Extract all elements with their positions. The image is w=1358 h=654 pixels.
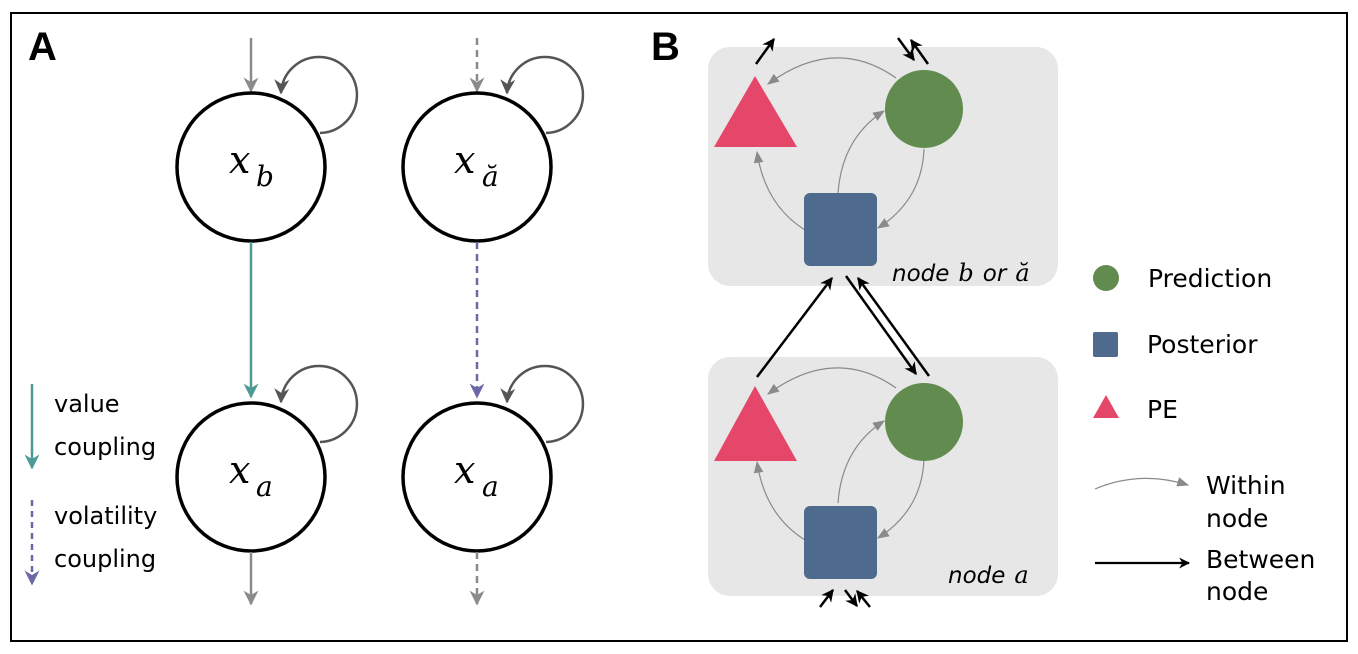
- legend-within-arrow-icon: [1094, 477, 1190, 490]
- node-box-top-label-prefix: node: [892, 261, 949, 287]
- pe-triangle-top: [714, 76, 797, 147]
- prediction-circle-top: [885, 70, 963, 148]
- within-arrow-posterior-to-pe-top: [753, 150, 806, 231]
- between-arrow-posterior-to-prediction: [844, 275, 918, 376]
- legend-pe-label: PE: [1147, 395, 1178, 424]
- within-arrow-prediction-to-posterior-bottom: [876, 458, 925, 539]
- legend-prediction-icon: [1093, 265, 1119, 291]
- legend-between-line2: node: [1206, 577, 1268, 606]
- node-xa-right-symbol: x: [454, 448, 475, 492]
- node-xa-right-subscript: a: [482, 470, 499, 503]
- legend-within-line2: node: [1206, 504, 1268, 533]
- within-arrow-posterior-to-prediction-bottom: [837, 420, 886, 504]
- between-arrow-prediction-to-posterior: [856, 276, 931, 377]
- legend-between-line1: Between: [1206, 545, 1315, 574]
- node-box-bottom-label: node a: [948, 561, 1029, 589]
- legend-posterior-label: Posterior: [1147, 330, 1258, 359]
- panel-b: B node b or ă: [651, 25, 1315, 608]
- legend-value-coupling-line2: coupling: [54, 433, 156, 461]
- posterior-square-top: [804, 193, 877, 266]
- within-arrow-prediction-to-pe-top: [767, 57, 897, 85]
- node-xa-right: [401, 401, 553, 553]
- legend-pe-icon: [1093, 395, 1119, 418]
- between-arrow-prediction-in: [896, 37, 916, 62]
- node-xa-breve: [401, 91, 553, 243]
- legend-prediction-label: Prediction: [1148, 264, 1272, 293]
- between-arrow-to-below-prediction: [844, 589, 858, 607]
- node-box-top-label: node b or ă: [892, 259, 1030, 287]
- panel-b-legend: Prediction Posterior PE Within node Betw…: [1093, 264, 1315, 606]
- pe-triangle-bottom: [714, 386, 797, 461]
- node-xa-breve-symbol: x: [454, 138, 475, 182]
- between-arrow-from-below-prediction: [856, 590, 871, 608]
- self-loop-xa-left: [274, 364, 359, 444]
- node-box-top-label-var1: b: [958, 259, 973, 287]
- node-xa-breve-subscript: ă: [482, 160, 499, 193]
- node-box-top-label-or: or: [983, 261, 1008, 287]
- within-arrow-posterior-to-prediction-top: [837, 110, 886, 194]
- within-arrow-prediction-to-posterior-top: [876, 148, 925, 229]
- between-arrow-pe-to-posterior: [756, 277, 833, 378]
- between-arrow-pe-up: [754, 37, 776, 65]
- legend-posterior-icon: [1093, 332, 1118, 357]
- self-loop-xa-breve: [500, 55, 585, 135]
- panel-a: A x b x ă x a x a value coupli: [24, 25, 585, 606]
- node-xa-left-subscript: a: [256, 470, 273, 503]
- legend-value-coupling-line1: value: [54, 390, 120, 418]
- node-xb-subscript: b: [256, 160, 274, 193]
- self-loop-xa-right: [500, 364, 585, 444]
- node-xa-left: [175, 401, 327, 553]
- node-box-bottom: [708, 357, 1058, 596]
- legend-volatility-coupling-line1: volatility: [54, 502, 157, 530]
- posterior-square-bottom: [804, 506, 877, 579]
- node-xa-left-symbol: x: [229, 448, 250, 492]
- node-box-bottom-label-prefix: node: [948, 563, 1005, 589]
- node-box-top-label-var2: ă: [1015, 259, 1029, 287]
- self-loop-xb: [274, 55, 359, 135]
- legend-within-line1: Within: [1206, 471, 1286, 500]
- between-arrow-prediction-out: [909, 38, 930, 65]
- node-box-bottom-label-var: a: [1014, 561, 1028, 589]
- panel-b-label: B: [651, 25, 680, 69]
- panel-a-legend: value coupling volatility coupling: [24, 384, 157, 586]
- within-arrow-prediction-to-pe-bottom: [767, 367, 897, 395]
- panel-a-label: A: [28, 25, 57, 69]
- node-box-top: [708, 47, 1058, 286]
- node-xb-symbol: x: [229, 138, 250, 182]
- between-arrow-from-below-pe: [819, 589, 834, 608]
- node-xb: [175, 91, 327, 243]
- legend-volatility-coupling-line2: coupling: [54, 545, 156, 573]
- within-arrow-posterior-to-pe-bottom: [753, 460, 806, 541]
- prediction-circle-bottom: [885, 383, 963, 461]
